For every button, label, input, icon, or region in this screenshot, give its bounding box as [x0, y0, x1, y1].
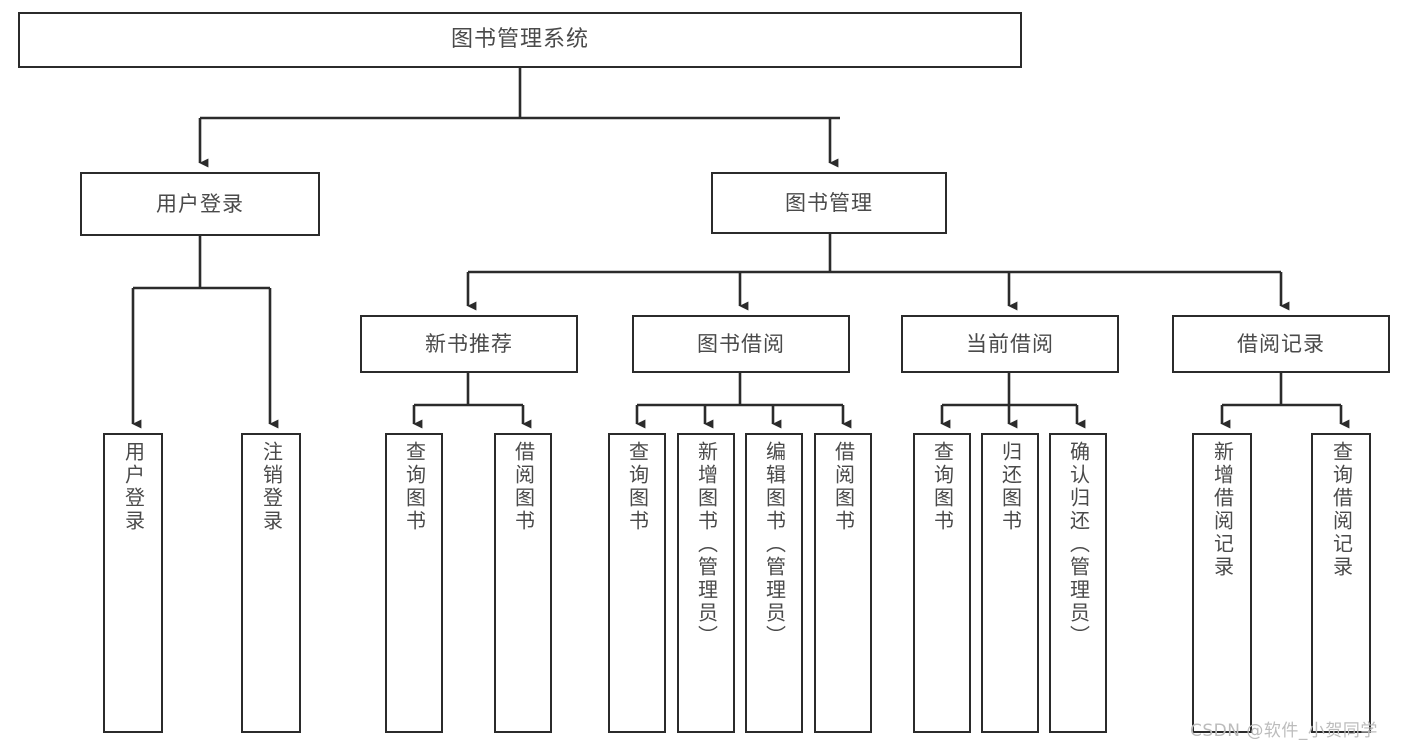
- node-borrow-record[interactable]: 借阅记录: [1172, 315, 1390, 373]
- node-label: 图书管理: [785, 190, 873, 215]
- leaf-current-confirm-return-admin[interactable]: 确认归还（管理员）: [1049, 433, 1107, 733]
- node-label: 当前借阅: [966, 331, 1054, 356]
- node-current-borrow[interactable]: 当前借阅: [901, 315, 1119, 373]
- leaf-borrow-add-book-admin[interactable]: 新增图书（管理员）: [677, 433, 735, 733]
- leaf-borrow-query-book[interactable]: 查询图书: [608, 433, 666, 733]
- node-label: 图书借阅: [697, 331, 785, 356]
- leaf-user-login-signin[interactable]: 用户登录: [103, 433, 163, 733]
- leaf-borrow-borrow-book[interactable]: 借阅图书: [814, 433, 872, 733]
- leaf-record-add-record[interactable]: 新增借阅记录: [1192, 433, 1252, 733]
- node-label: 注销登录: [259, 441, 284, 533]
- leaf-recommend-borrow-book[interactable]: 借阅图书: [494, 433, 552, 733]
- node-label: 新增借阅记录: [1210, 441, 1235, 579]
- node-label: 编辑图书（管理员）: [762, 441, 787, 648]
- node-label: 新书推荐: [425, 331, 513, 356]
- node-user-login[interactable]: 用户登录: [80, 172, 320, 236]
- leaf-borrow-edit-book-admin[interactable]: 编辑图书（管理员）: [745, 433, 803, 733]
- node-label: 查询借阅记录: [1329, 441, 1354, 579]
- node-label: 归还图书: [998, 441, 1023, 533]
- watermark-text: CSDN @软件_小贺同学: [1190, 721, 1378, 741]
- node-root-system[interactable]: 图书管理系统: [18, 12, 1022, 68]
- node-label: 用户登录: [156, 191, 244, 216]
- node-label: 查询图书: [625, 441, 650, 533]
- node-label: 图书管理系统: [450, 27, 589, 53]
- node-label: 用户登录: [121, 441, 146, 533]
- leaf-user-login-signout[interactable]: 注销登录: [241, 433, 301, 733]
- node-new-book-recommend[interactable]: 新书推荐: [360, 315, 578, 373]
- leaf-current-return-book[interactable]: 归还图书: [981, 433, 1039, 733]
- node-label: 确认归还（管理员）: [1066, 441, 1091, 648]
- node-label: 新增图书（管理员）: [694, 441, 719, 648]
- leaf-record-query-record[interactable]: 查询借阅记录: [1311, 433, 1371, 733]
- node-label: 借阅记录: [1237, 331, 1325, 356]
- leaf-recommend-query-book[interactable]: 查询图书: [385, 433, 443, 733]
- node-book-management[interactable]: 图书管理: [711, 172, 947, 234]
- node-label: 查询图书: [402, 441, 427, 533]
- node-label: 借阅图书: [511, 441, 536, 533]
- node-book-borrow[interactable]: 图书借阅: [632, 315, 850, 373]
- leaf-current-query-book[interactable]: 查询图书: [913, 433, 971, 733]
- node-label: 查询图书: [930, 441, 955, 533]
- node-label: 借阅图书: [831, 441, 856, 533]
